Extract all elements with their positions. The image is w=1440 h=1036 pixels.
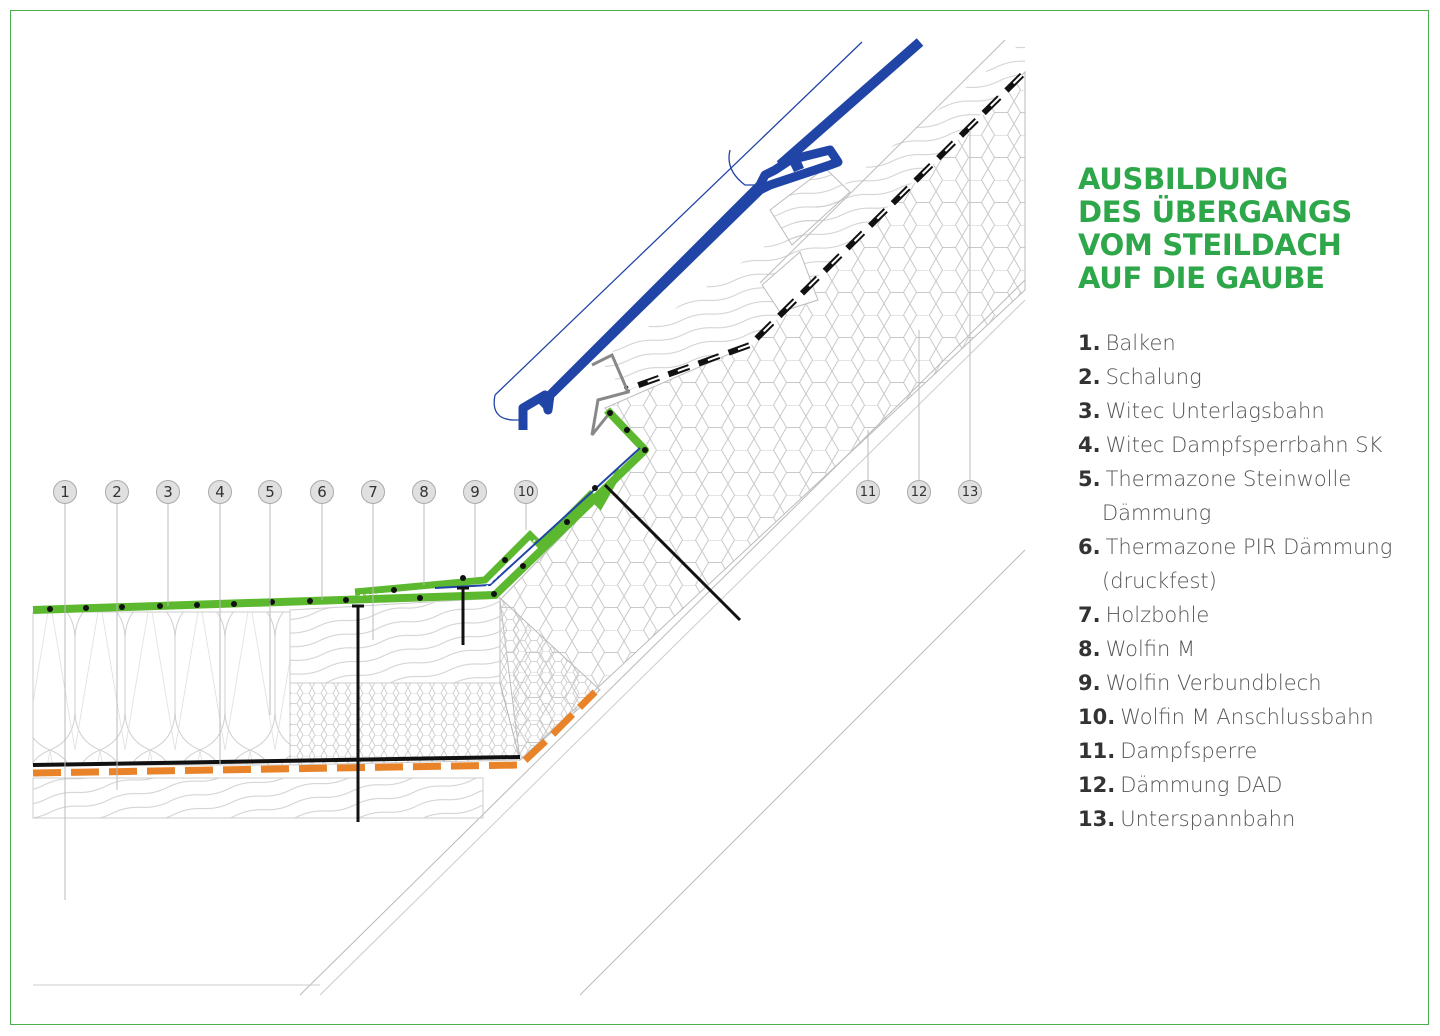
legend-label: Witec Unterlagsbahn (1105, 399, 1325, 423)
legend-item: 5.Thermazone Steinwolle (1078, 462, 1392, 496)
membrane-dots (47, 410, 648, 612)
roof-tile (518, 145, 843, 430)
vapor-barrier (32, 689, 598, 777)
legend-label: Wolfin M Anschlussbahn (1120, 705, 1374, 729)
legend-item: 13.Unterspannbahn (1078, 802, 1392, 836)
callout-3: 3 (156, 480, 180, 504)
callout-12: 12 (907, 480, 931, 504)
callout-13: 13 (958, 480, 982, 504)
legend-item: 4.Witec Dampfsperrbahn SK (1078, 428, 1392, 462)
legend-num: 12. (1078, 773, 1116, 797)
legend-num: 11. (1078, 739, 1116, 763)
legend-label: Holzbohle (1105, 603, 1210, 627)
frame-border (10, 10, 1429, 1025)
gutter-sheet (590, 352, 631, 436)
legend-num: 9. (1078, 671, 1101, 695)
title-line: VOM STEILDACH (1078, 228, 1342, 262)
callout-11: 11 (856, 480, 880, 504)
legend-label: Wolfin Verbundblech (1105, 671, 1322, 695)
legend-item: 3.Witec Unterlagsbahn (1078, 394, 1392, 428)
legend-num: 5. (1078, 467, 1101, 491)
title-line: AUSBILDUNG (1078, 162, 1289, 196)
callout-9: 9 (463, 480, 487, 504)
legend-item: 2.Schalung (1078, 360, 1392, 394)
legend-label: Thermazone PIR Dämmung (1105, 535, 1393, 559)
timber-plank (289, 682, 521, 766)
legend-label: Wolfin M (1105, 637, 1196, 661)
legend-label: Balken (1105, 331, 1176, 355)
callout-1: 1 (53, 480, 77, 504)
legend-item-continued: (druckfest) (1102, 569, 1217, 593)
legend-item: 9.Wolfin Verbundblech (1078, 666, 1392, 700)
legend-num: 13. (1078, 807, 1116, 831)
legend-item: 10.Wolfin M Anschlussbahn (1078, 700, 1392, 734)
callout-7: 7 (361, 480, 385, 504)
leader-lines (64, 130, 971, 900)
callout-4: 4 (208, 480, 232, 504)
legend-label: Dämmung DAD (1120, 773, 1283, 797)
diagram-title: AUSBILDUNG DES ÜBERGANGS VOM STEILDACH A… (1078, 163, 1352, 295)
legend-item: 8.Wolfin M (1078, 632, 1392, 666)
boarding (32, 777, 484, 819)
legend-item: 12.Dämmung DAD (1078, 768, 1392, 802)
legend-num: 10. (1078, 705, 1116, 729)
legend-item-continued: Dämmung (1102, 501, 1212, 525)
legend-num: 6. (1078, 535, 1101, 559)
legend: 1.Balken 2.Schalung 3.Witec Unterlagsbah… (1078, 326, 1392, 836)
legend-label: Unterspannbahn (1120, 807, 1296, 831)
roof-tile-outline (493, 41, 863, 421)
legend-item: 6.Thermazone PIR Dämmung (1078, 530, 1392, 564)
legend-label: Dampfsperre (1120, 739, 1258, 763)
callout-5: 5 (258, 480, 282, 504)
legend-label: Thermazone Steinwolle (1105, 467, 1352, 491)
callout-2: 2 (105, 480, 129, 504)
legend-num: 7. (1078, 603, 1101, 627)
callout-10: 10 (514, 480, 538, 504)
legend-item: 1.Balken (1078, 326, 1392, 360)
pir-insulation (289, 597, 501, 684)
mineral-wool-insulation (32, 611, 291, 766)
legend-num: 8. (1078, 637, 1101, 661)
title-line: AUF DIE GAUBE (1078, 261, 1325, 295)
callout-6: 6 (310, 480, 334, 504)
legend-label: Schalung (1105, 365, 1202, 389)
title-line: DES ÜBERGANGS (1078, 195, 1352, 229)
batten (769, 167, 851, 246)
composite-sheet (434, 447, 641, 589)
legend-num: 2. (1078, 365, 1101, 389)
legend-num: 1. (1078, 331, 1101, 355)
counter-batten (761, 251, 819, 313)
fasteners (352, 483, 742, 822)
legend-item: 11.Dampfsperre (1078, 734, 1392, 768)
legend-item: 7.Holzbohle (1078, 598, 1392, 632)
legend-label: Witec Dampfsperrbahn SK (1105, 433, 1383, 457)
legend-num: 3. (1078, 399, 1101, 423)
callout-8: 8 (412, 480, 436, 504)
legend-num: 4. (1078, 433, 1101, 457)
